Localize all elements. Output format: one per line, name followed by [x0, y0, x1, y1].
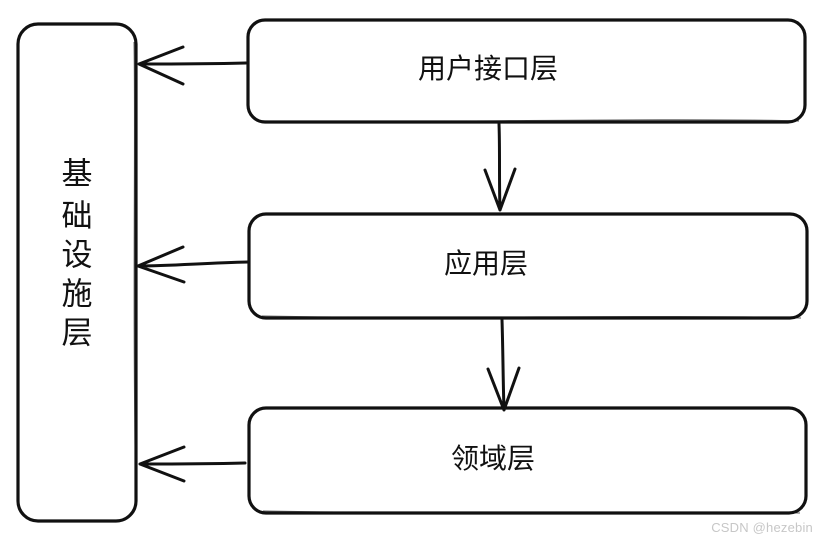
application-layer-label: 应用层	[444, 247, 528, 280]
user-interface-layer-box	[246, 18, 807, 124]
arrows	[136, 45, 521, 483]
arrow-application-to-domain	[486, 318, 521, 412]
arrow-application-to-infrastructure	[136, 245, 250, 284]
infrastructure-label-char-3: 设	[62, 238, 93, 274]
user-interface-layer-sketch-line	[259, 119, 800, 123]
infrastructure-label-char-1: 基	[62, 157, 93, 193]
infrastructure-box	[16, 22, 138, 523]
user-interface-layer: 用户接口层	[246, 18, 807, 124]
infrastructure-layer: 基 础 设 施 层	[16, 22, 138, 523]
infrastructure-label-char-4: 施	[62, 277, 93, 313]
arrow-domain-to-infrastructure	[138, 445, 247, 483]
arrow-user-interface-to-application	[483, 122, 517, 212]
user-interface-layer-label: 用户接口层	[418, 52, 558, 85]
domain-layer-label: 领域层	[451, 442, 535, 475]
application-layer: 应用层	[247, 212, 809, 320]
domain-layer: 领域层	[247, 406, 808, 515]
domain-layer-sketch-line	[262, 510, 801, 514]
infrastructure-label-char-2: 础	[62, 199, 93, 235]
arrow-user-interface-to-infrastructure	[137, 45, 248, 86]
infrastructure-label-char-5: 层	[62, 316, 93, 352]
application-layer-box	[247, 212, 809, 320]
watermark: CSDN @hezebin	[711, 520, 813, 535]
application-layer-sketch-line	[261, 315, 802, 319]
infrastructure-sketch-line	[133, 41, 137, 506]
